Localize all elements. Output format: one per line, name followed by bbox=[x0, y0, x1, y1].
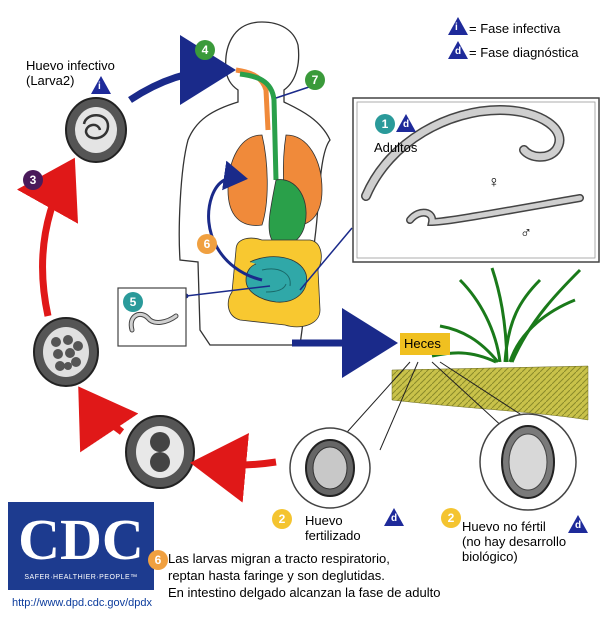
infertile-egg-circle bbox=[480, 414, 576, 510]
caption-line-2: reptan hasta faringe y son deglutidas. bbox=[168, 567, 440, 584]
cdc-logo: CDC SAFER·HEALTHIER·PEOPLE™ bbox=[8, 502, 154, 590]
development-arrow-3 bbox=[43, 170, 68, 316]
source-url[interactable]: http://www.dpd.cdc.gov/dpdx bbox=[12, 597, 152, 609]
male-symbol: ♂ bbox=[520, 226, 532, 241]
fertilized-egg-label: Huevo fertilizado bbox=[305, 513, 361, 543]
feces-label: Heces bbox=[404, 336, 441, 351]
step-3-badge: 3 bbox=[23, 170, 43, 190]
step-7-badge: 7 bbox=[305, 70, 325, 90]
egg-multicell bbox=[34, 318, 98, 386]
caption: Las larvas migran a tracto respiratorio,… bbox=[168, 550, 440, 601]
step-6-caption-badge: 6 bbox=[148, 550, 168, 570]
infertile-egg-label: Huevo no fértil (no hay desarrollo bioló… bbox=[462, 519, 566, 564]
development-arrow-1 bbox=[204, 462, 276, 465]
adults-diagnostic-icon: d bbox=[396, 114, 416, 132]
development-arrow-2 bbox=[86, 398, 122, 432]
step-6-badge: 6 bbox=[197, 234, 217, 254]
caption-line-3: En intestino delgado alcanzan la fase de… bbox=[168, 584, 440, 601]
step-1-badge: 1 bbox=[375, 114, 395, 134]
fertilized-egg-circle bbox=[290, 428, 370, 508]
caption-line-1: Las larvas migran a tracto respiratorio, bbox=[168, 550, 440, 567]
fertilized-diagnostic-icon: d bbox=[384, 508, 404, 526]
infertile-diagnostic-icon: d bbox=[568, 515, 588, 533]
legend-diagnostic-label: = Fase diagnóstica bbox=[469, 45, 578, 60]
ingestion-arrow bbox=[130, 70, 222, 100]
legend-infective-label: = Fase infectiva bbox=[469, 21, 560, 36]
infective-egg-icon: i bbox=[91, 76, 111, 94]
adults-label: Adultos bbox=[374, 140, 417, 155]
female-symbol: ♀ bbox=[488, 175, 500, 190]
legend-infective-icon: i bbox=[448, 17, 468, 35]
legend-diagnostic-icon: d bbox=[448, 41, 468, 59]
egg-two-cell bbox=[126, 416, 194, 488]
egg-infective bbox=[66, 98, 126, 162]
soil bbox=[392, 366, 588, 420]
step-2-fertilized-badge: 2 bbox=[272, 509, 292, 529]
grass bbox=[432, 268, 580, 362]
step-4-badge: 4 bbox=[195, 40, 215, 60]
step-2-infertile-badge: 2 bbox=[441, 508, 461, 528]
step-5-badge: 5 bbox=[123, 292, 143, 312]
